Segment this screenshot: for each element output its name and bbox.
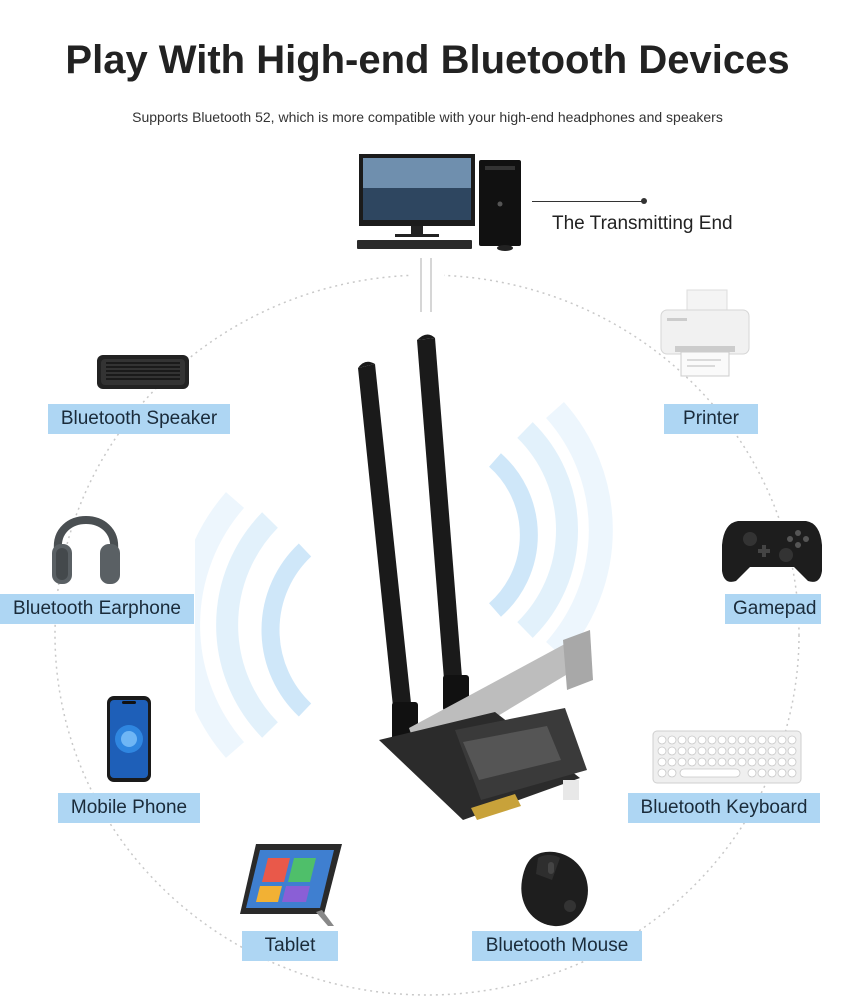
printer-icon [660,289,750,377]
page-title: Play With High-end Bluetooth Devices [65,38,790,82]
tablet-icon [240,844,342,926]
label-bluetooth-keyboard: Bluetooth Keyboard [628,793,820,823]
bluetooth-pcie-card-icon [195,334,613,820]
transmitter-pointer-line [532,201,644,202]
phone-icon [107,696,151,782]
keyboard-icon [652,730,802,784]
label-mobile-phone: Mobile Phone [58,793,200,823]
transmitter-label: The Transmitting End [552,213,733,234]
label-gamepad: Gamepad [725,594,821,624]
speaker-icon [97,355,189,389]
label-tablet: Tablet [242,931,338,961]
gamepad-icon [722,521,822,582]
desktop-pc-icon [357,154,521,251]
label-bluetooth-speaker: Bluetooth Speaker [48,404,230,434]
label-bluetooth-earphone: Bluetooth Earphone [0,594,194,624]
headphones-icon [52,516,120,584]
label-bluetooth-mouse: Bluetooth Mouse [472,931,642,961]
label-printer: Printer [664,404,758,434]
transmitter-pointer-dot [641,198,647,204]
mouse-icon [521,851,588,927]
page-subtitle: Supports Bluetooth 52, which is more com… [132,109,723,125]
